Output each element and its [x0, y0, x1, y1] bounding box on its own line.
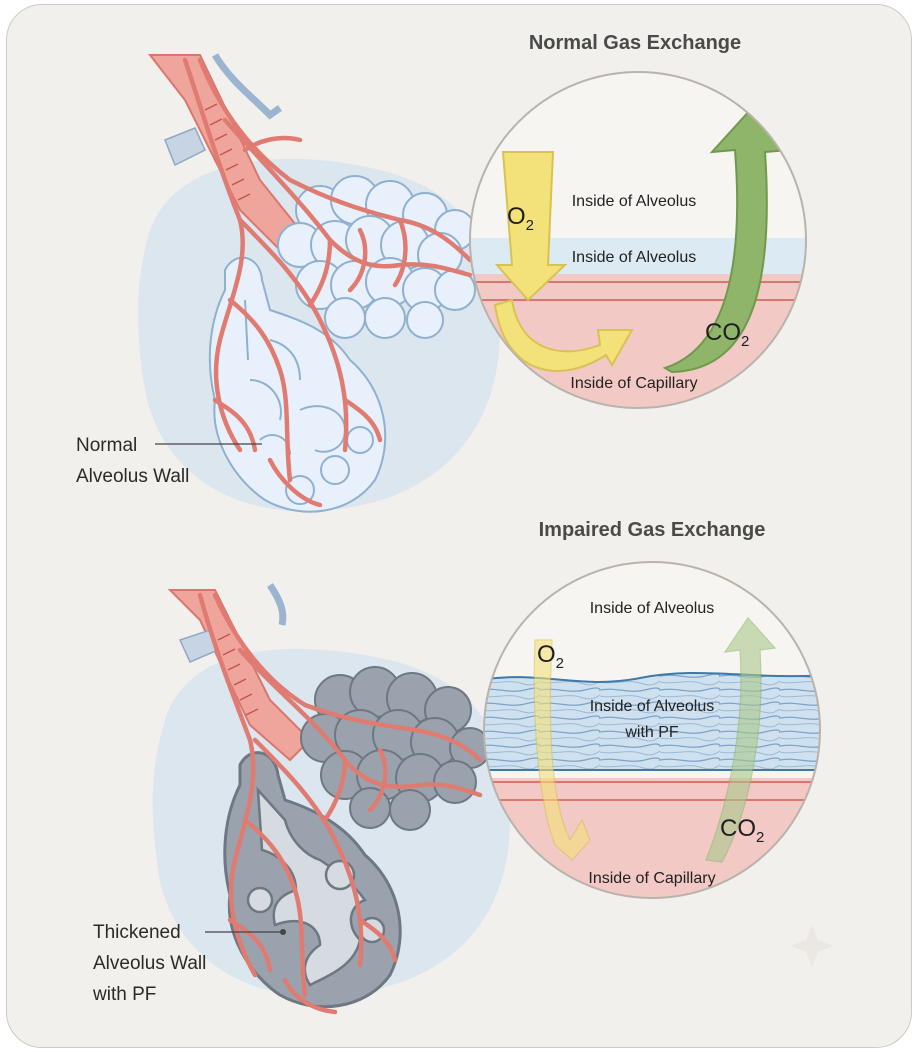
- normal-callout-line2: Alveolus Wall: [76, 466, 189, 487]
- normal-vein-stub: [164, 127, 206, 167]
- impaired-callout-line1: Thickened: [93, 922, 181, 943]
- impaired-callout-line2: Alveolus Wall: [93, 953, 206, 974]
- impaired-title: Impaired Gas Exchange: [539, 519, 766, 541]
- fibrotic-vein: [267, 583, 287, 626]
- normal-artery-ribs: [204, 103, 251, 201]
- fibrotic-lung-illustration: [152, 583, 511, 1015]
- impaired-zone-bottom-label: Inside of Capillary: [588, 870, 715, 887]
- impaired-zone-top-label: Inside of Alveolus: [590, 600, 715, 617]
- impaired-co2-label: CO2: [720, 815, 764, 846]
- normal-arteries: [182, 57, 473, 508]
- impaired-zone-membrane-line1: Inside of Alveolus: [590, 698, 715, 715]
- impaired-inset: Inside of Alveolus Inside of Alveolus wi…: [483, 561, 821, 899]
- normal-zone-bottom-label: Inside of Capillary: [570, 375, 697, 392]
- normal-zone-top-label: Inside of Alveolus: [572, 193, 697, 210]
- normal-zone-membrane-label: Inside of Alveolus: [572, 249, 697, 266]
- impaired-o2-arrow: [533, 639, 591, 861]
- normal-inset: Inside of Alveolus Inside of Alveolus In…: [469, 71, 807, 409]
- fibrotic-lower-sac: [223, 751, 402, 1009]
- impaired-co2-arrow: [705, 617, 777, 863]
- normal-title: Normal Gas Exchange: [529, 32, 741, 54]
- impaired-callout-dot: [280, 929, 286, 935]
- normal-o2-arrow-down: [494, 151, 568, 302]
- fibrotic-artery-ribs: [217, 633, 259, 716]
- fibrotic-arteries: [197, 592, 483, 1015]
- normal-lung-illustration: [138, 53, 500, 513]
- impaired-o2-label: O2: [537, 641, 564, 672]
- impaired-callout-line3: with PF: [92, 984, 156, 1005]
- sparkle-icon: [791, 925, 833, 967]
- normal-callout-line1: Normal: [76, 435, 137, 456]
- normal-o2-arrow-curve: [493, 298, 634, 372]
- normal-o2-label: O2: [507, 203, 534, 234]
- normal-vein: [211, 53, 283, 120]
- impaired-zone-membrane-line2: with PF: [624, 724, 679, 741]
- fibrotic-upper-cluster: [300, 666, 491, 831]
- normal-co2-label: CO2: [705, 319, 749, 350]
